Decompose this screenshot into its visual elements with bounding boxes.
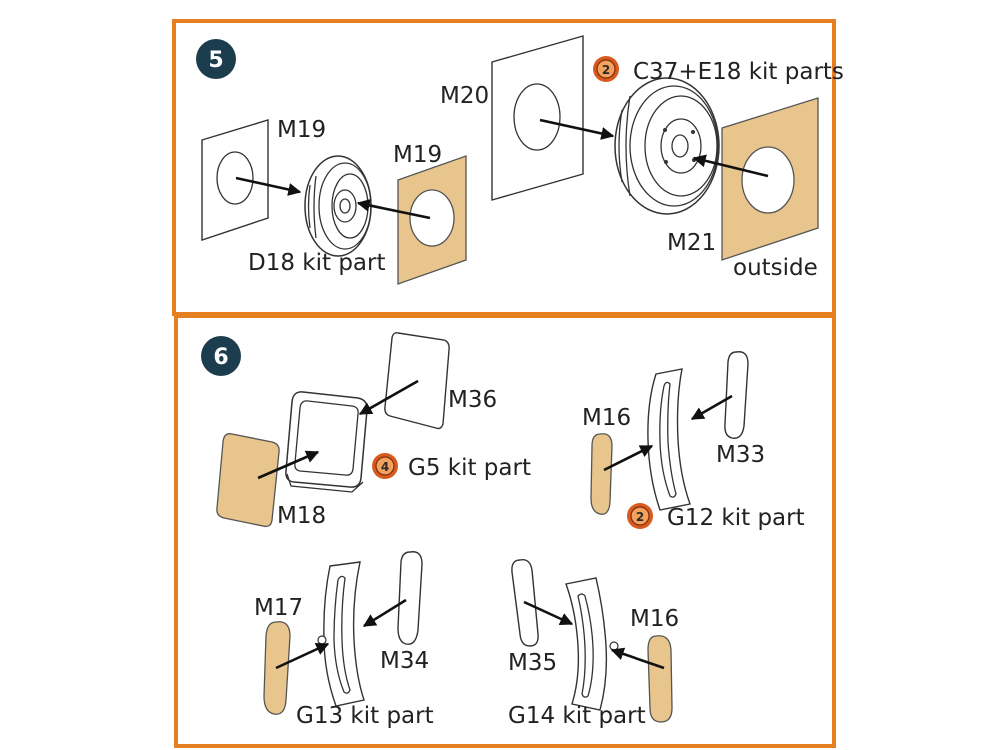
g12-kit-icon: 2 [627, 503, 653, 529]
label-m21: M21 [667, 230, 716, 256]
arrow-m33-to-frame [690, 394, 733, 421]
label-m33: M33 [716, 442, 765, 468]
label-m35: M35 [508, 650, 557, 676]
m33-mask [724, 351, 749, 439]
arrow-m16-bottom-to-frame [610, 647, 665, 670]
g5-kit-icon-number: 4 [381, 460, 389, 474]
m19-right-mask [397, 155, 467, 285]
kit-part-icon: 2 [593, 56, 619, 82]
c37-e18-wheel [614, 77, 720, 215]
kit-icon-number: 2 [602, 63, 610, 77]
arrow-m21-to-wheel [692, 154, 769, 178]
g12-kit-icon-number: 2 [636, 510, 644, 524]
g14-side-frame [565, 577, 619, 711]
m18-mask [216, 433, 280, 528]
m20-mask [491, 35, 584, 201]
step-5-number: 5 [208, 48, 223, 73]
g13-side-frame [317, 561, 365, 707]
g12-side-frame [647, 368, 691, 511]
arrow-m35-to-frame [523, 600, 574, 626]
label-m16-top: M16 [582, 405, 631, 431]
arrow-m19-right-to-wheel [356, 199, 431, 220]
d18-wheel [304, 155, 372, 257]
label-m36: M36 [448, 387, 497, 413]
g5-kit-icon: 4 [372, 453, 398, 479]
m19-left-mask [201, 119, 269, 241]
step-6-panel: 6 M36 M18 4 G5 kit part [174, 314, 836, 748]
label-d18-kit-part: D18 kit part [248, 250, 386, 276]
label-g5-kit-part: G5 kit part [408, 455, 531, 481]
arrow-m18-to-frame [257, 450, 320, 480]
label-m34: M34 [380, 648, 429, 674]
step-6-badge: 6 [201, 336, 241, 376]
arrow-m19-to-wheel [235, 176, 302, 196]
label-c37-e18-kit-parts: C37+E18 kit parts [633, 59, 844, 85]
m16-bottom-mask [647, 635, 673, 723]
g5-window-frame [285, 391, 368, 493]
label-outside: outside [733, 255, 818, 281]
m16-top-mask [590, 433, 613, 515]
m34-mask [397, 551, 423, 645]
arrow-m16-to-frame [603, 444, 654, 472]
arrow-m17-to-frame [275, 642, 330, 670]
label-g12-kit-part: G12 kit part [667, 505, 805, 531]
label-m19-left: M19 [277, 117, 326, 143]
label-m19-right: M19 [393, 142, 442, 168]
label-m17: M17 [254, 595, 303, 621]
label-m16-bottom: M16 [630, 606, 679, 632]
arrow-m34-to-frame [362, 598, 407, 628]
arrow-m36-to-frame [358, 379, 419, 416]
step-6-number: 6 [213, 345, 228, 370]
label-m20: M20 [440, 83, 489, 109]
arrow-m20-to-wheel [539, 118, 615, 140]
label-g13-kit-part: G13 kit part [296, 703, 434, 729]
label-m18: M18 [277, 503, 326, 529]
step-5-panel: 5 M19 M19 D18 kit part [172, 19, 844, 316]
label-g14-kit-part: G14 kit part [508, 703, 646, 729]
step-5-badge: 5 [196, 39, 236, 79]
m21-mask [721, 97, 819, 261]
